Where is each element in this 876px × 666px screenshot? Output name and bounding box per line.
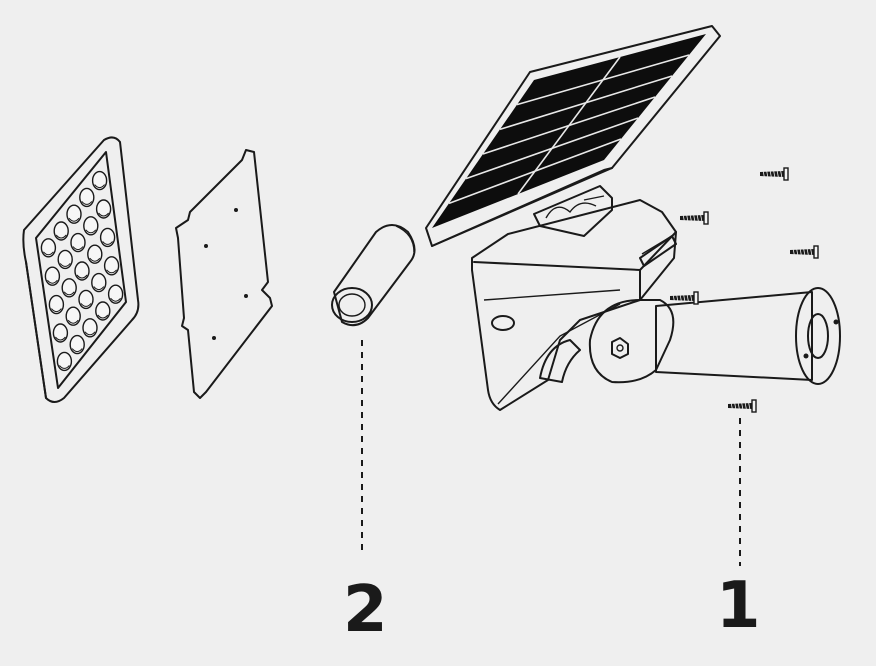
screw (670, 291, 699, 305)
lens-cell-grid (40, 170, 124, 372)
lens-cell-shade (84, 331, 96, 336)
plate-hole (244, 294, 248, 298)
lens-cell-shade (97, 314, 109, 319)
lens-cell (79, 187, 95, 208)
lens-cell (70, 232, 86, 253)
lens-cell-shade (102, 241, 113, 245)
lens-cell (66, 204, 82, 224)
lens-cell (107, 284, 124, 304)
solar-light-body (471, 185, 677, 411)
lens-cell (91, 272, 107, 293)
lens-cell-shade (59, 365, 70, 369)
lens-cell-shade (55, 336, 66, 341)
lens-cell-shade (63, 291, 75, 296)
lens-cell-shade (76, 274, 88, 279)
mounting-bracket (539, 287, 841, 385)
lens-cell-shade (47, 279, 58, 284)
lens-cell-shade (93, 286, 105, 291)
lens-cell (103, 256, 120, 276)
lens-cell-shade (72, 246, 84, 251)
lens-cell-shade (98, 212, 109, 217)
plate-hole (234, 208, 238, 212)
hex-nut (611, 337, 629, 359)
lens-cell (83, 216, 99, 236)
lens-cell (56, 351, 73, 372)
lens-cell-shade (71, 348, 83, 353)
lens-cell-shade (85, 229, 97, 234)
lens-cell (87, 244, 103, 264)
screw (790, 245, 819, 259)
lens-cell (99, 227, 116, 248)
lens-cell-shade (55, 234, 67, 239)
lens-cell-shade (80, 303, 92, 307)
lens-cell-shade (89, 257, 101, 262)
lens-cell-shade (51, 308, 62, 313)
solar-cell-grid (448, 54, 690, 205)
lens-cell (57, 249, 73, 270)
solar-panel (425, 25, 721, 247)
callout-number-2: 2 (343, 573, 388, 647)
lens-cell (78, 289, 94, 310)
lens-cell (82, 318, 98, 338)
lens-cell-shade (59, 263, 71, 267)
screw (760, 167, 789, 181)
screw (728, 399, 757, 413)
battery (331, 224, 416, 327)
lens-cell (95, 199, 112, 219)
lens-cell-shade (43, 251, 54, 256)
lens-cell-shade (67, 319, 79, 324)
solar-cell-divider (517, 56, 621, 195)
lens-cell-shade (68, 217, 80, 222)
lens-cell (74, 261, 90, 281)
lens-cell (52, 323, 69, 343)
lens-cell (48, 294, 65, 315)
lens-cell (53, 221, 69, 241)
lens-cell-shade (106, 269, 117, 274)
lens-cell-shade (81, 201, 93, 205)
reflector-plate (175, 149, 273, 399)
lens-cell (40, 238, 57, 258)
lens-cell (65, 306, 81, 326)
lens-cell (44, 266, 61, 286)
screws (670, 167, 819, 413)
lens-cell (91, 170, 108, 191)
lens-cell (69, 334, 85, 355)
lens-cell (95, 301, 111, 321)
screw (680, 211, 709, 225)
bracket-hole (833, 319, 839, 325)
lens-cover (22, 136, 140, 403)
lens-cell (61, 278, 77, 298)
lens-cell-shade (110, 297, 121, 302)
plate-hole (204, 244, 208, 248)
bracket-hole (803, 353, 809, 359)
lens-cell-shade (94, 184, 105, 189)
plate-hole (212, 336, 216, 340)
callout-number-1: 1 (716, 569, 761, 643)
